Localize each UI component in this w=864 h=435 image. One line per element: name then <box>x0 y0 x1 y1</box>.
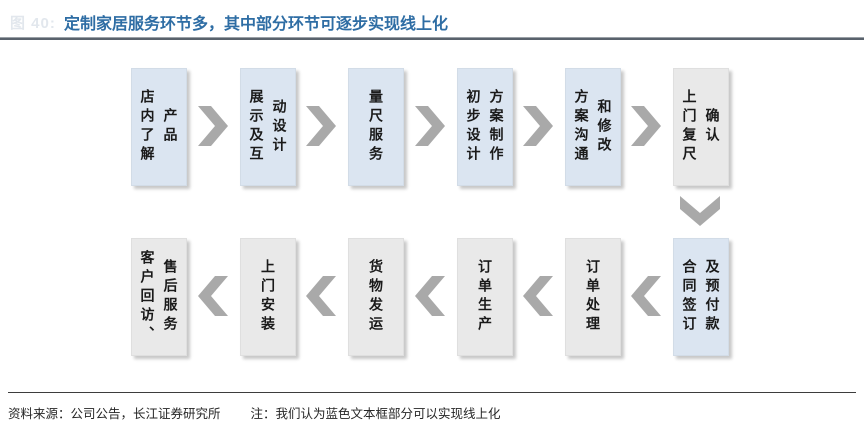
source-note: 资料来源：公司公告，长江证券研究所 <box>8 407 221 421</box>
step-label: 上门复尺 <box>681 89 698 165</box>
step-label: 初步设计 <box>465 89 482 165</box>
footer-divider <box>8 392 856 393</box>
step-label: 客户回访、 <box>139 249 156 345</box>
step-order-production: 订单生产 <box>457 238 513 356</box>
title-divider <box>0 37 864 40</box>
step-label: 和修改 <box>596 98 613 156</box>
step-label: 方案制作 <box>488 89 505 165</box>
arrow-left-icon <box>415 276 445 316</box>
step-label: 动设计 <box>271 98 288 156</box>
figure-title: 定制家居服务环节多，其中部分环节可逐步实现线上化 <box>64 16 449 33</box>
step-proposal-communication-revision: 方案沟通 和修改 <box>565 68 621 186</box>
step-customer-followup-aftersales: 客户回访、 售后服务 <box>131 238 187 356</box>
step-label: 上门安装 <box>260 259 276 335</box>
step-label: 售后服务 <box>162 259 179 335</box>
step-label: 方案沟通 <box>573 89 590 165</box>
step-on-site-installation: 上门安装 <box>240 238 296 356</box>
step-label: 展示及互 <box>248 89 265 165</box>
arrow-left-icon <box>523 276 553 316</box>
step-label: 量尺服务 <box>368 89 384 165</box>
step-label: 确认 <box>704 108 721 146</box>
arrow-left-icon <box>198 276 228 316</box>
step-on-site-remeasure-confirm: 上门复尺 确认 <box>673 68 729 186</box>
step-label: 合同签订 <box>681 259 698 335</box>
online-note: 注：我们认为蓝色文本框部分可以实现线上化 <box>250 407 501 421</box>
step-label: 货物发运 <box>368 259 384 335</box>
step-display-interactive-design: 展示及互 动设计 <box>240 68 296 186</box>
step-label: 及预付款 <box>704 259 721 335</box>
arrow-right-icon <box>631 106 661 146</box>
step-label: 产品 <box>162 108 179 146</box>
step-label: 店内了解 <box>139 89 156 165</box>
figure-number-label: 图 40: <box>10 15 56 32</box>
arrow-right-icon <box>523 106 553 146</box>
step-in-store-product-discovery: 店内了解 产品 <box>131 68 187 186</box>
step-measurement-service: 量尺服务 <box>348 68 404 186</box>
arrow-left-icon <box>306 276 336 316</box>
arrow-right-icon <box>306 106 336 146</box>
step-label: 订单生产 <box>477 259 493 335</box>
arrow-right-icon <box>415 106 445 146</box>
step-order-processing: 订单处理 <box>565 238 621 356</box>
step-goods-shipping: 货物发运 <box>348 238 404 356</box>
arrow-down-icon <box>680 196 720 226</box>
step-preliminary-design-proposal: 初步设计 方案制作 <box>457 68 513 186</box>
footer-text: 资料来源：公司公告，长江证券研究所 注：我们认为蓝色文本框部分可以实现线上化 <box>8 403 501 422</box>
step-contract-signing-prepayment: 合同签订 及预付款 <box>673 238 729 356</box>
arrow-left-icon <box>631 276 661 316</box>
arrow-right-icon <box>198 106 228 146</box>
step-label: 订单处理 <box>585 259 601 335</box>
